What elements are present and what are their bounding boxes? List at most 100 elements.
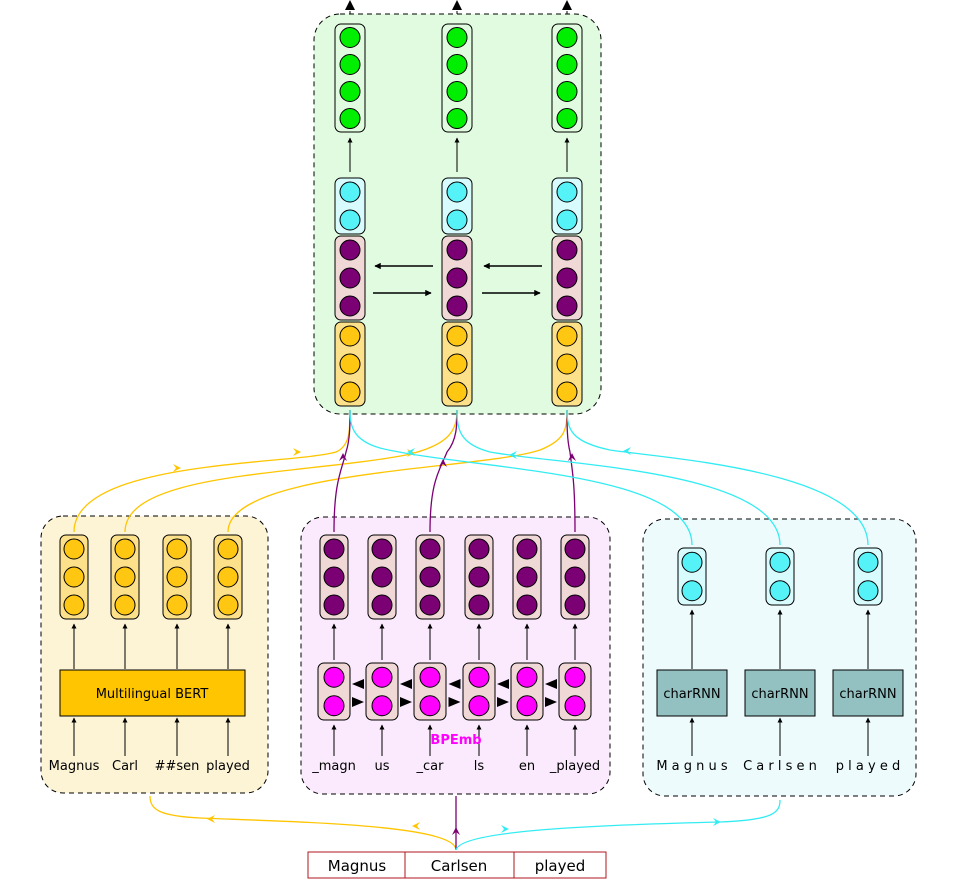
output-cell [551,23,583,133]
circle-unit-icon [446,325,468,347]
connection-lines-layer [73,0,869,851]
char-connection-line [456,409,781,546]
bpemb-feature-cell [334,235,366,321]
circle-unit-icon [446,81,468,102]
left-arrowhead-icon [352,679,364,689]
charrnn-box [656,669,728,717]
circle-unit-icon [217,566,239,588]
circle-unit-icon [166,566,188,588]
left-arrowhead-icon [400,679,412,689]
circle-unit-icon [323,695,345,717]
bpe-embedding-cell [365,662,399,721]
bert-panel [40,515,269,794]
circle-unit-icon [339,353,361,375]
bert-encoder-label: Multilingual BERT [96,687,209,702]
bert-token-label: ##sen [155,759,200,774]
circle-unit-icon [419,695,441,717]
circle-unit-icon [339,27,361,48]
circle-unit-icon [371,594,393,616]
input-to-char-line [455,799,781,851]
right-arrowhead-icon [352,697,364,707]
bpemb-connection-line [429,409,458,533]
chevron-arrowhead-icon [339,453,347,461]
bert-connection-line [124,409,458,533]
chevron-arrowhead-icon [452,827,460,835]
circle-unit-icon [769,580,791,602]
input-to-bert-line [149,795,457,851]
char-connection-line [566,409,869,546]
char-connection-line [349,409,693,546]
circle-unit-icon [114,594,136,616]
circle-unit-icon [339,108,361,129]
circle-unit-icon [857,580,879,602]
circle-unit-icon [323,666,345,688]
bert-connection-line [73,409,351,533]
chevron-arrowhead-icon [713,818,721,826]
circle-unit-icon [419,666,441,688]
circle-unit-icon [681,551,703,573]
input-sentence-box [307,851,607,879]
circle-unit-icon [556,267,578,289]
char-feature-cell [334,177,366,235]
bpe-embedding-cell [413,662,447,721]
bpe-token-label: _played [549,759,600,774]
bpe-token-cell [512,534,542,620]
bpe-token-cell [415,534,445,620]
circle-unit-icon [63,594,85,616]
circle-unit-icon [556,181,578,203]
char-feature-cell [551,177,583,235]
left-arrowhead-icon [497,679,509,689]
circle-unit-icon [556,27,578,48]
bert-token-cell [213,534,243,620]
output-arrowhead-icon [452,0,462,10]
left-arrowhead-icon [448,679,461,689]
chevron-arrowhead-icon [407,448,415,456]
circle-unit-icon [446,295,468,317]
circle-unit-icon [769,551,791,573]
circle-unit-icon [446,27,468,48]
circle-unit-icon [564,666,586,688]
circle-unit-icon [556,381,578,403]
input-word: Magnus [328,857,387,875]
bpe-token-label: _magn [311,759,356,774]
circle-unit-icon [516,666,538,688]
char-token-label: p l a y e d [836,759,900,774]
bert-token-cell [162,534,192,620]
circle-unit-icon [446,54,468,75]
charrnn-label: charRNN [751,687,808,702]
chevron-arrowhead-icon [412,822,420,830]
charrnn-box [744,669,816,717]
chevron-arrowhead-icon [509,451,517,459]
circle-unit-icon [468,538,490,560]
circle-unit-icon [516,566,538,588]
circle-unit-icon [217,594,239,616]
circle-unit-icon [556,54,578,75]
left-arrowhead-icon [545,679,557,689]
input-word: Carlsen [431,857,488,875]
circle-unit-icon [446,209,468,231]
circle-unit-icon [339,239,361,261]
bpe-token-cell [319,534,349,620]
circle-unit-icon [446,381,468,403]
circle-unit-icon [516,538,538,560]
bpemb-feature-cell [551,235,583,321]
circle-unit-icon [556,295,578,317]
char-token-cell [677,547,707,606]
bpemb-connection-line [333,409,351,533]
charrnn-box [832,669,904,717]
circle-unit-icon [339,295,361,317]
circle-unit-icon [681,580,703,602]
bpe-token-cell [560,534,590,620]
bert-feature-cell [334,321,366,407]
circle-unit-icon [339,209,361,231]
chevron-arrowhead-icon [568,453,576,461]
bert-token-cell [110,534,140,620]
right-arrowhead-icon [448,697,461,707]
circle-unit-icon [468,594,490,616]
char-token-cell [765,547,795,606]
circle-unit-icon [114,566,136,588]
bpe-embedding-cell [558,662,592,721]
circle-unit-icon [564,538,586,560]
right-arrowhead-icon [497,697,509,707]
